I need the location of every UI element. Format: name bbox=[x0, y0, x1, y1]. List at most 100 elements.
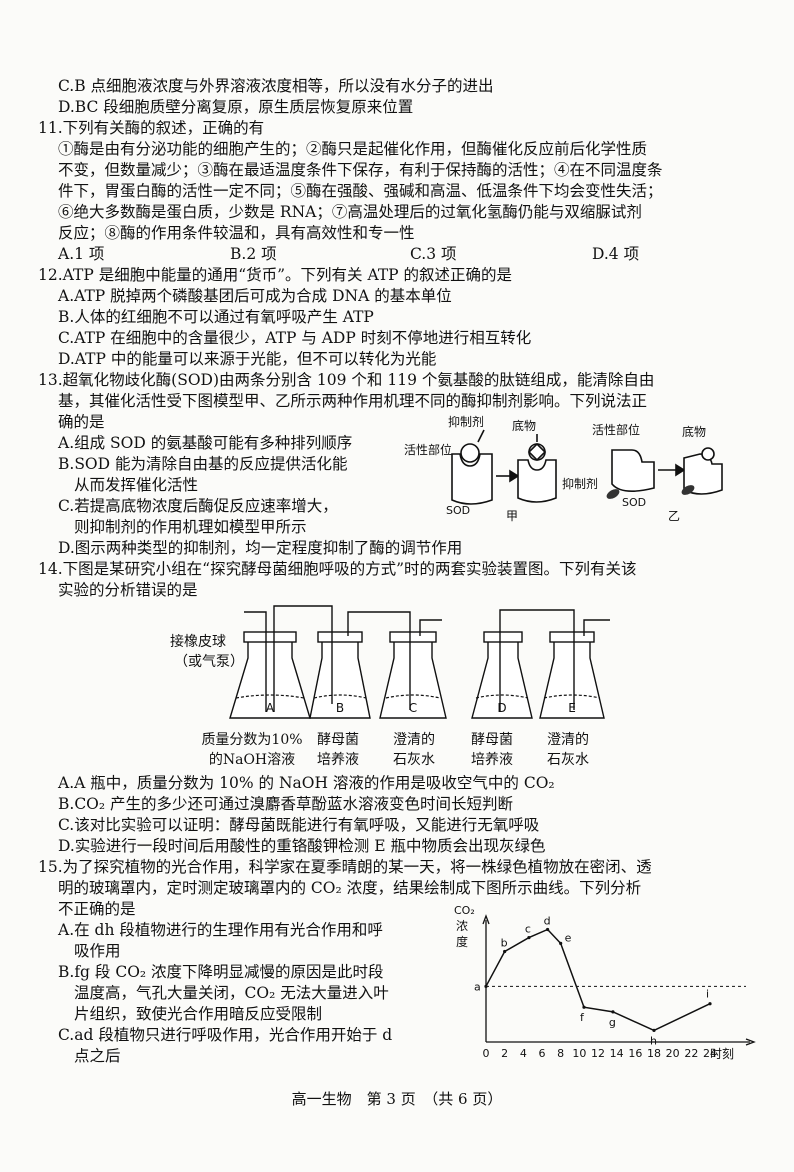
data-point-c bbox=[527, 936, 531, 940]
q11-line-1: ①酶是由有分泌功能的细胞产生的；②酶只是起催化作用，但酶催化反应前后化学性质 bbox=[58, 140, 648, 158]
flask-b-letter: B bbox=[336, 701, 344, 715]
x-axis-label: 时刻 bbox=[710, 1047, 734, 1061]
q12-stem: 12.ATP 是细胞中能量的通用“货币”。下列有关 ATP 的叙述正确的是 bbox=[38, 266, 513, 284]
flask-e-letter: E bbox=[568, 701, 576, 715]
q11-option-c: C.3 项 bbox=[410, 245, 457, 263]
active-site-label: 活性部位 bbox=[404, 442, 452, 457]
x-tick-label: 4 bbox=[520, 1047, 527, 1060]
data-point-i bbox=[708, 1002, 712, 1006]
substrate-label: 底物 bbox=[512, 418, 536, 433]
data-point-b bbox=[503, 949, 507, 954]
q10-option-d: D.BC 段细胞质壁分离复原，原生质层恢复原来位置 bbox=[58, 98, 414, 116]
x-tick-label: 6 bbox=[539, 1047, 546, 1060]
q11-option-d: D.4 项 bbox=[592, 245, 640, 263]
point-label-d: d bbox=[544, 914, 551, 927]
q11-option-a: A.1 项 bbox=[58, 245, 105, 263]
q15-option-b-3: 片组织，致使光合作用暗反应受限制 bbox=[74, 1005, 323, 1023]
q13-option-b-1: B.SOD 能为清除自由基的反应提供活化能 bbox=[58, 455, 348, 473]
point-label-e: e bbox=[565, 931, 572, 944]
flask-d-label-1: 酵母菌 bbox=[471, 732, 513, 748]
q13-option-c-2: 则抑制剂的作用机理如模型甲所示 bbox=[74, 518, 307, 536]
q13-option-a: A.组成 SOD 的氨基酸可能有多种排列顺序 bbox=[58, 434, 353, 452]
model-yi-label: 乙 bbox=[668, 509, 680, 523]
q13-stem-2: 基，其催化活性受下图模型甲、乙所示两种作用机理不同的酶抑制剂影响。下列说法正 bbox=[58, 392, 648, 410]
q15-option-b-2: 温度高，气孔大量关闭，CO₂ 无法大量进入叶 bbox=[74, 984, 389, 1002]
q14-option-c: C.该对比实验可以证明：酵母菌既能进行有氧呼吸，又能进行无氧呼吸 bbox=[58, 816, 540, 834]
q10-option-c: C.B 点细胞液浓度与外界溶液浓度相等，所以没有水分子的进出 bbox=[58, 77, 494, 95]
x-tick-label: 12 bbox=[591, 1047, 605, 1060]
data-point-e bbox=[559, 941, 563, 945]
substrate-label-2: 底物 bbox=[682, 424, 706, 439]
q12-option-d: D.ATP 中的能量可以来源于光能，但不可以转化为光能 bbox=[58, 350, 437, 368]
q15-stem-2: 明的玻璃罩内，定时测定玻璃罩内的 CO₂ 浓度，结果绘制成下图所示曲线。下列分析 bbox=[58, 879, 642, 897]
q11-line-5: 反应；⑧酶的作用条件较温和，具有高效性和专一性 bbox=[58, 224, 415, 242]
model-jia-label: 甲 bbox=[506, 509, 518, 523]
yeast-respiration-apparatus: A B C D E bbox=[229, 605, 610, 719]
flask-b-label-1: 酵母菌 bbox=[317, 732, 359, 748]
data-point-h bbox=[652, 1028, 656, 1032]
page-footer: 高一生物 第 3 页 （共 6 页） bbox=[291, 1090, 503, 1108]
pump-label-1: 接橡皮球 bbox=[170, 634, 226, 650]
point-label-h: h bbox=[650, 1034, 657, 1047]
q14-option-d: D.实验进行一段时间后用酸性的重铬酸钾检测 E 瓶中物质会出现灰绿色 bbox=[58, 837, 546, 855]
q14-option-b: B.CO₂ 产生的多少还可通过溴麝香草酚蓝水溶液变色时间长短判断 bbox=[58, 795, 514, 813]
point-label-i: i bbox=[706, 988, 709, 1001]
co2-series-line bbox=[485, 928, 711, 1032]
q11-line-4: ⑥绝大多数酶是蛋白质，少数是 RNA；⑦高温处理后的过氧化氢酶仍能与双缩脲试剂 bbox=[58, 203, 642, 221]
inhibitor-label: 抑制剂 bbox=[448, 414, 484, 429]
q14-stem-2: 实验的分析错误的是 bbox=[58, 581, 198, 599]
point-label-c: c bbox=[525, 923, 531, 936]
flask-e-label-2: 石灰水 bbox=[547, 752, 589, 768]
q13-stem-1: 13.超氧化物歧化酶(SOD)由两条分别含 109 个和 119 个氨基酸的肽链… bbox=[38, 371, 655, 389]
q13-option-c-1: C.若提高底物浓度后酶促反应速率增大， bbox=[58, 497, 338, 515]
q15-option-b-1: B.fg 段 CO₂ 浓度下降明显减慢的原因是此时段 bbox=[58, 963, 384, 981]
y-axis-label-bot: 度 bbox=[456, 934, 468, 949]
q14-stem-1: 14.下图是某研究小组在“探究酵母菌细胞呼吸的方式”时的两套实验装置图。下列有关… bbox=[38, 560, 637, 578]
q11-line-2: 不变，但数量减少；③酶在最适温度条件下保存，有利于保持酶的活性；④在不同温度条 bbox=[58, 161, 663, 179]
flask-d-label-2: 培养液 bbox=[471, 752, 513, 768]
q12-option-a: A.ATP 脱掉两个磷酸基团后可成为合成 DNA 的基本单位 bbox=[58, 287, 452, 305]
x-tick-label: 20 bbox=[666, 1047, 680, 1060]
x-tick-label: 24 bbox=[703, 1047, 717, 1060]
point-label-b: b bbox=[501, 937, 508, 950]
pump-label-2: （或气泵） bbox=[174, 654, 244, 670]
flask-a-label-1: 质量分数为10% bbox=[201, 732, 303, 748]
data-point-d bbox=[546, 927, 550, 932]
y-axis-label-mid: 浓 bbox=[456, 919, 468, 933]
flask-e-label-1: 澄清的 bbox=[547, 732, 589, 748]
q13-stem-3: 确的是 bbox=[58, 413, 105, 431]
data-point-g bbox=[611, 1010, 615, 1014]
q15-stem-3: 不正确的是 bbox=[58, 900, 136, 918]
flask-c-label-1: 澄清的 bbox=[393, 732, 435, 748]
q13-option-d: D.图示两种类型的抑制剂，均一定程度抑制了酶的调节作用 bbox=[58, 539, 463, 557]
x-tick-label: 18 bbox=[647, 1047, 661, 1060]
y-axis-label-top: CO₂ bbox=[454, 904, 475, 917]
x-tick-label: 8 bbox=[557, 1047, 564, 1060]
q12-option-b: B.人体的红细胞不可以通过有氧呼吸产生 ATP bbox=[58, 308, 374, 326]
q15-option-c-1: C.ad 段植物只进行呼吸作用，光合作用开始于 d bbox=[58, 1026, 393, 1044]
q13-option-b-2: 从而发挥催化活性 bbox=[74, 476, 199, 494]
x-tick-label: 16 bbox=[628, 1047, 642, 1060]
q11-line-3: 件下，胃蛋白酶的活性一定不同；⑤酶在强酸、强碱和高温、低温条件下均会变性失活； bbox=[58, 182, 663, 200]
point-label-a: a bbox=[474, 980, 481, 993]
q11-stem: 11.下列有关酶的叙述，正确的有 bbox=[38, 119, 265, 137]
sod-label-jia: SOD bbox=[446, 504, 470, 517]
point-label-f: f bbox=[580, 1011, 585, 1024]
q12-option-c: C.ATP 在细胞中的含量很少，ATP 与 ADP 时刻不停地进行相互转化 bbox=[58, 329, 532, 347]
x-tick-label: 0 bbox=[483, 1047, 490, 1060]
q15-stem-1: 15.为了探究植物的光合作用，科学家在夏季晴朗的某一天，将一株绿色植物放在密闭、… bbox=[38, 858, 652, 876]
active-site-label-2: 活性部位 bbox=[592, 422, 640, 437]
flask-a-letter: A bbox=[266, 701, 275, 715]
q15-option-c-2: 点之后 bbox=[74, 1047, 121, 1065]
x-tick-label: 22 bbox=[684, 1047, 698, 1060]
x-tick-label: 10 bbox=[572, 1047, 586, 1060]
x-tick-label: 2 bbox=[501, 1047, 508, 1060]
q15-option-a-1: A.在 dh 段植物进行的生理作用有光合作用和呼 bbox=[58, 921, 383, 939]
flask-c-letter: C bbox=[409, 701, 417, 715]
flask-b-label-2: 培养液 bbox=[317, 752, 359, 768]
inhibitor-label-2: 抑制剂 bbox=[562, 476, 598, 491]
sod-label-yi: SOD bbox=[622, 496, 646, 509]
data-point-a bbox=[484, 984, 488, 988]
q14-option-a: A.A 瓶中，质量分数为 10% 的 NaOH 溶液的作用是吸收空气中的 CO₂ bbox=[58, 774, 555, 792]
